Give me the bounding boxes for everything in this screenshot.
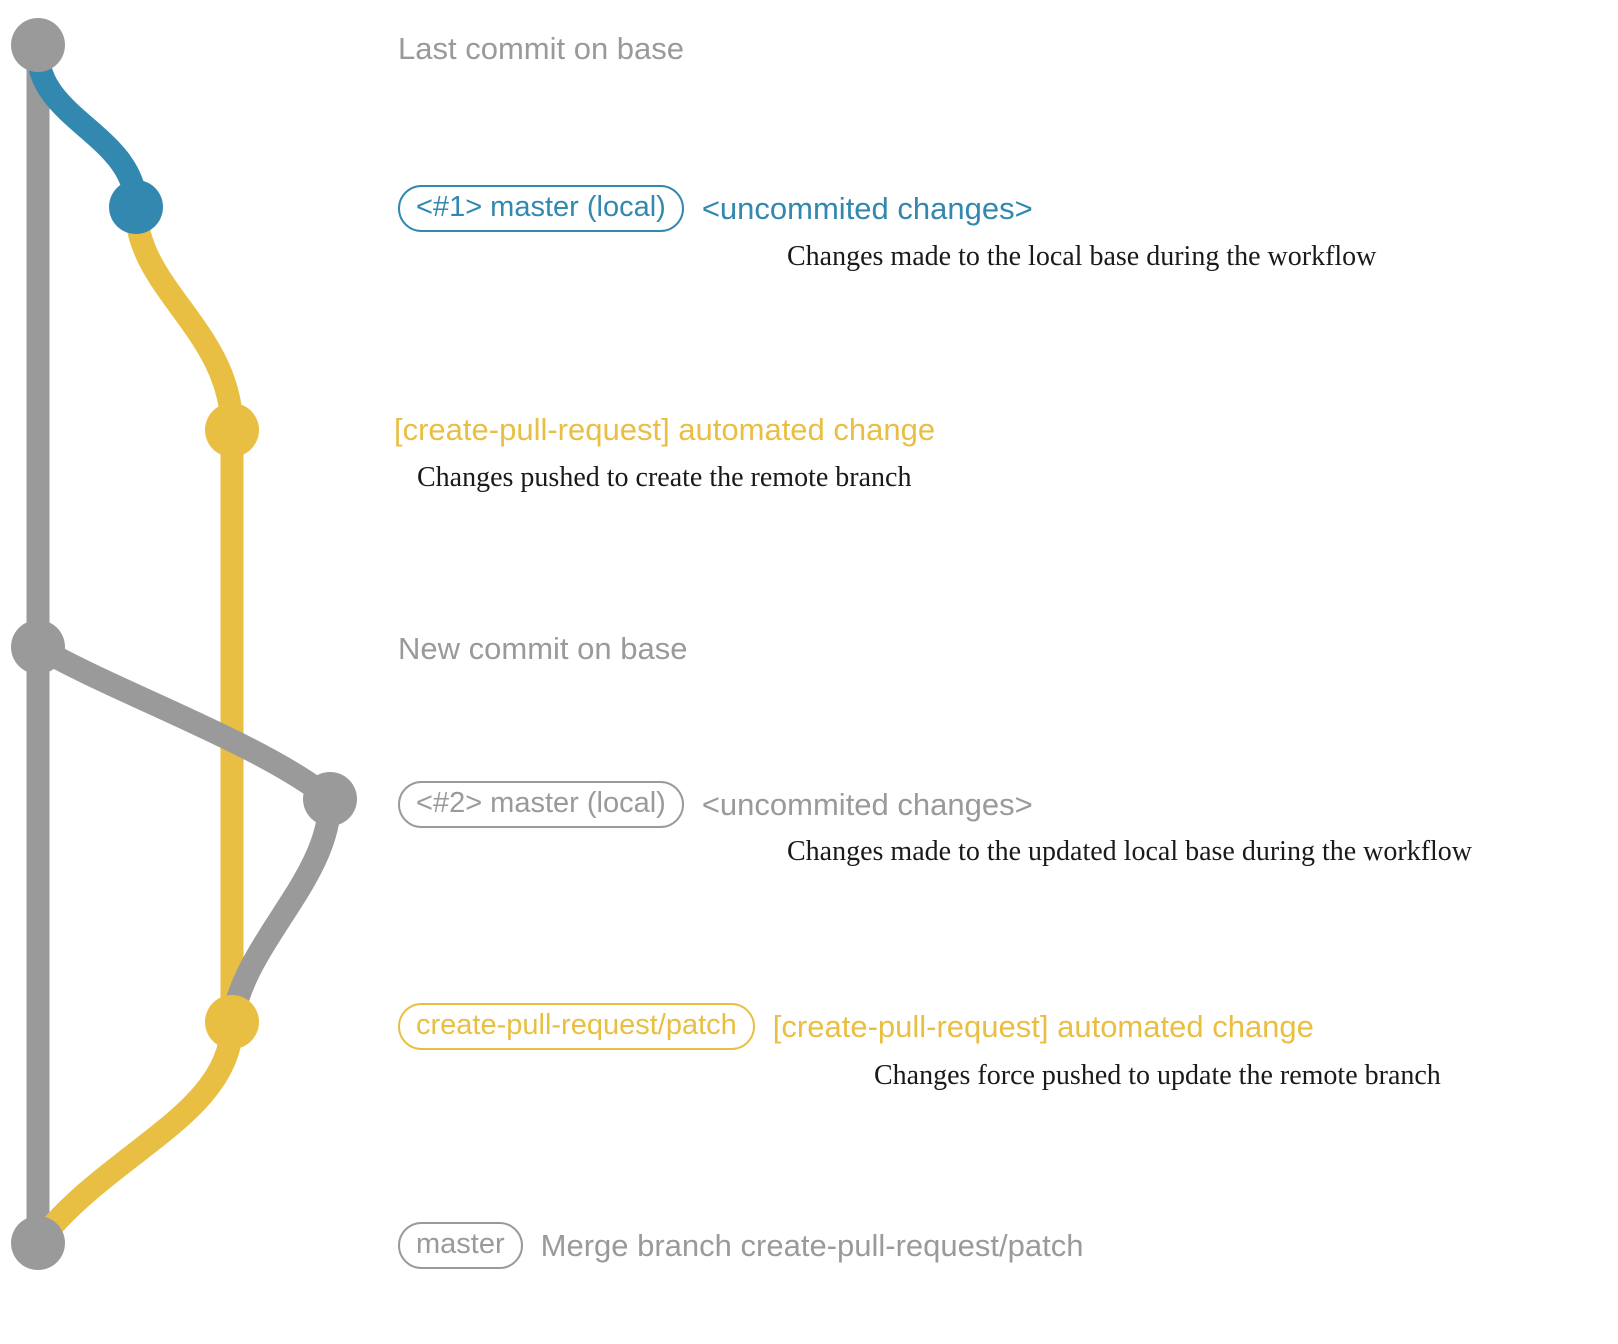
row-head: <#2> master (local) <uncommited changes> [398, 781, 1033, 828]
branch-badge-master[interactable]: master [398, 1222, 523, 1269]
note-local-2: Changes made to the updated local base d… [787, 836, 1473, 867]
row-local-2: <#2> master (local) <uncommited changes> [398, 781, 1033, 828]
row-patch-update: create-pull-request/patch [create-pull-r… [398, 1003, 1314, 1050]
branch-badge-local-1[interactable]: <#1> master (local) [398, 185, 684, 232]
row-head: master Merge branch create-pull-request/… [398, 1222, 1083, 1269]
local-branch-line-2 [26, 635, 342, 811]
commit-message: New commit on base [398, 631, 688, 666]
base-commit-node-2 [11, 620, 65, 674]
branch-badge-local-2[interactable]: <#2> master (local) [398, 781, 684, 828]
patch-commit-node-2 [205, 995, 259, 1049]
commit-message: <uncommited changes> [701, 787, 1033, 822]
note-local-1: Changes made to the local base during th… [787, 241, 1377, 272]
local-to-patch-line [220, 787, 342, 1034]
commit-message: Merge branch create-pull-request/patch [540, 1228, 1084, 1263]
branch-badge-patch[interactable]: create-pull-request/patch [398, 1003, 755, 1050]
row-head: <#1> master (local) <uncommited changes> [398, 185, 1033, 232]
commit-message: [create-pull-request] automated change [772, 1009, 1314, 1044]
base-commit-node [11, 18, 65, 72]
local-uncommitted-node-2 [303, 772, 357, 826]
patch-merge-line [26, 1010, 244, 1255]
commit-message: <uncommited changes> [701, 191, 1033, 226]
row-head: [create-pull-request] automated change [394, 414, 935, 445]
patch-commit-node-1 [205, 403, 259, 457]
row-head: create-pull-request/patch [create-pull-r… [398, 1003, 1314, 1050]
note-patch-create: Changes pushed to create the remote bran… [417, 462, 912, 493]
row-new-commit-on-base: New commit on base [398, 633, 687, 664]
note-patch-update: Changes force pushed to update the remot… [874, 1060, 1441, 1091]
row-merge: master Merge branch create-pull-request/… [398, 1222, 1083, 1269]
row-patch-create: [create-pull-request] automated change [394, 414, 935, 445]
merge-commit-node [11, 1216, 65, 1270]
git-graph [11, 18, 357, 1270]
row-head: New commit on base [398, 633, 687, 664]
local-uncommitted-node-1 [109, 180, 163, 234]
commit-message: Last commit on base [398, 31, 685, 66]
row-last-commit-on-base: Last commit on base [398, 33, 684, 64]
row-head: Last commit on base [398, 33, 684, 64]
row-local-1: <#1> master (local) <uncommited changes> [398, 185, 1033, 232]
commit-message: [create-pull-request] automated change [394, 412, 936, 447]
